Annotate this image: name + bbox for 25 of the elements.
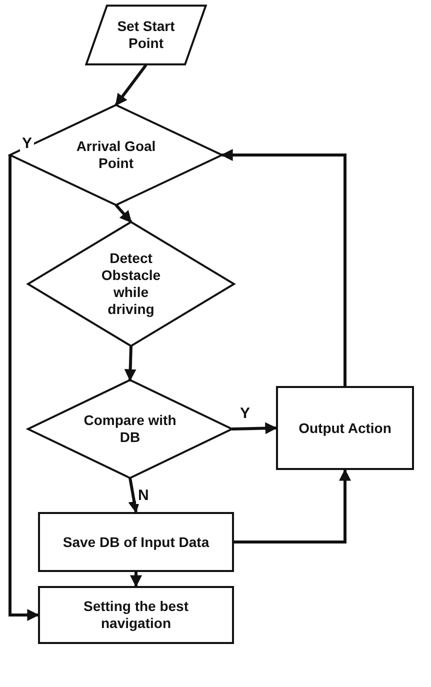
node-label: Arrival Goal Point	[76, 138, 156, 172]
process-box	[276, 386, 414, 470]
decision-diamond	[28, 380, 232, 478]
process-box	[38, 586, 234, 644]
arrow	[220, 149, 346, 386]
arrow	[8, 155, 40, 621]
node-label: Compare with DB	[82, 412, 178, 446]
arrow	[232, 422, 278, 434]
process-box	[38, 512, 234, 572]
node-label: Detect Obstacle while driving	[100, 250, 162, 318]
decision-diamond	[28, 222, 234, 346]
arrow	[130, 572, 142, 588]
edge-label: N	[136, 487, 151, 504]
node-label: Save DB of Input Data	[62, 534, 210, 550]
arrow	[234, 468, 351, 544]
arrow	[114, 204, 132, 223]
node-label: Setting the best navigation	[82, 598, 190, 632]
decision-diamond	[10, 105, 222, 205]
arrow	[124, 346, 136, 382]
arrow	[114, 64, 148, 106]
node-label: Set Start Point	[116, 18, 176, 52]
input-parallelogram	[85, 5, 207, 65]
arrow	[128, 478, 140, 514]
node-label: Output Action	[298, 420, 392, 436]
edge-label: Y	[20, 135, 34, 152]
